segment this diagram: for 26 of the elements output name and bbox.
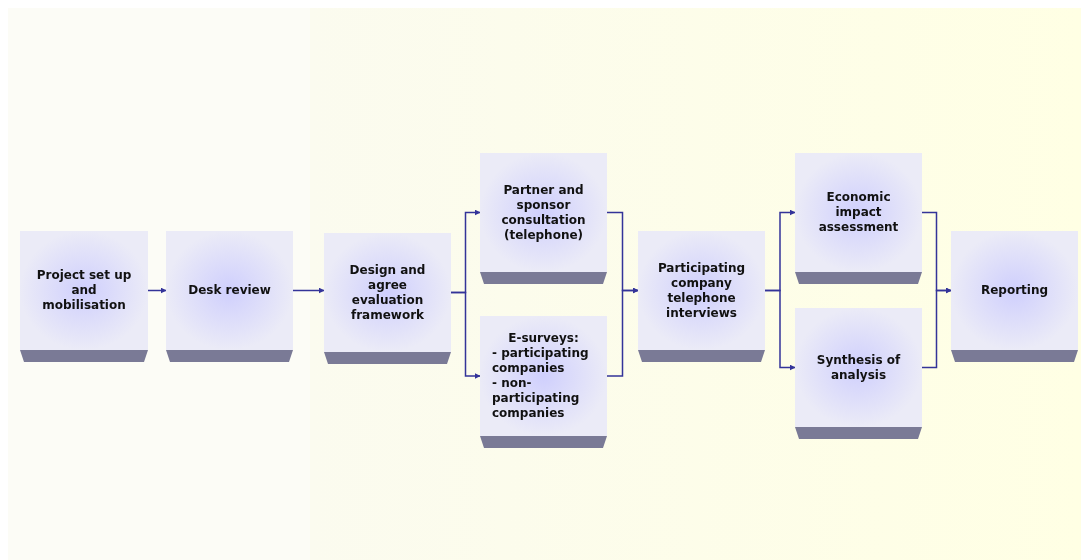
process-box [795,308,922,439]
box-text: Partner and sponsor consultation (telephone) [500,182,587,243]
process-box [951,231,1078,362]
arrow [921,287,952,369]
process-box [480,316,607,448]
box-text: Design and agree evaluation framework [348,262,427,323]
box-text: Participating company telephone interviews [656,260,747,321]
box-text: Project set up and mobilisation [35,268,133,313]
box-text: - participating companies [491,346,590,376]
box-text: Reporting [979,283,1050,298]
process-box [166,231,293,362]
process-box [795,153,922,284]
box-text: Synthesis of analysis [815,352,902,383]
arrow [147,287,167,294]
arrow [292,287,325,294]
box-text: Desk review [187,283,272,298]
process-box [480,153,607,284]
box-text: Economic impact assessment [817,190,900,235]
process-box [20,231,148,362]
box-text: - non-participating companies [491,376,581,421]
arrow [606,287,639,377]
box-text: E-surveys: [507,331,580,346]
process-box [324,233,451,364]
arrow [450,291,481,379]
arrow [764,289,796,371]
process-box [638,231,765,362]
